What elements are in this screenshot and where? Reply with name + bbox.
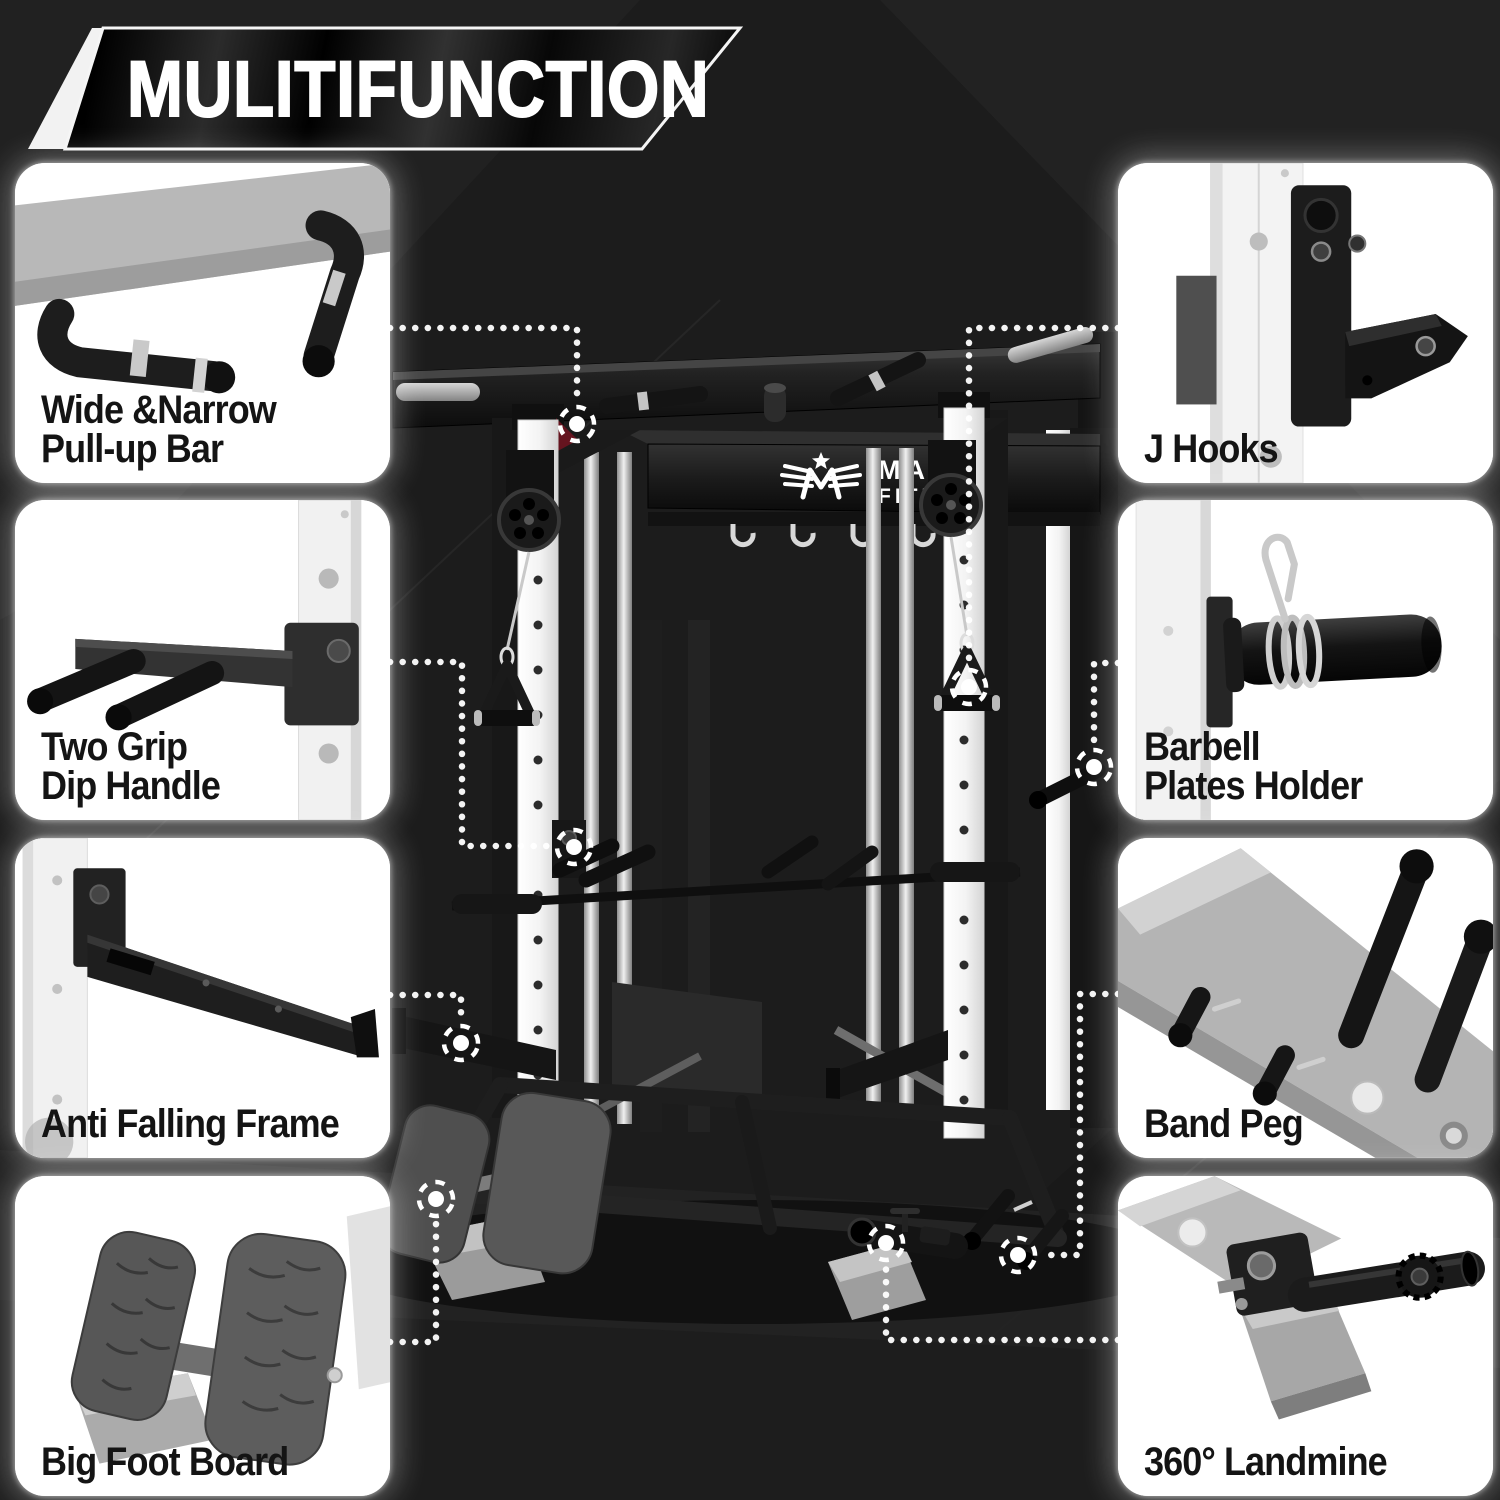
cable-handle-left: [474, 646, 540, 726]
rear-columns: [578, 620, 963, 1132]
feature-label: Anti Falling Frame: [41, 1101, 340, 1146]
target-markers: [416, 404, 1114, 1275]
feature-card-big-foot-board: Big Foot Board: [15, 1176, 390, 1496]
feature-card-landmine: 360° Landmine: [1118, 1176, 1493, 1496]
dip-handle-image: [15, 500, 390, 820]
target-marker: [1074, 747, 1114, 787]
target-marker: [866, 1223, 906, 1263]
feature-label: Wide &Narrow: [41, 387, 277, 432]
guide-rails: [584, 448, 914, 1124]
connector-dotted-line: [386, 991, 465, 1024]
feature-card-anti-falling-frame: Anti Falling Frame: [15, 838, 390, 1158]
title-banner: MULITIFUNCTION: [28, 26, 744, 151]
target-marker: [998, 1235, 1038, 1275]
feature-card-band-peg: Band Peg: [1118, 838, 1493, 1158]
feature-label: Dip Handle: [41, 763, 221, 808]
band-pegs: [963, 1189, 1069, 1270]
target-marker: [949, 667, 989, 707]
pulley-left: [497, 450, 561, 651]
feature-label: Two Grip: [41, 724, 188, 769]
feature-label: J Hooks: [1144, 426, 1279, 471]
pullup-beam: [392, 327, 1101, 429]
target-marker: [416, 1179, 456, 1219]
connector-lines: [386, 324, 1122, 1346]
machine-illustration: MAJOR FITNESS: [325, 327, 1185, 1324]
connector-dotted-line: [1090, 659, 1122, 746]
band-peg-image: [1118, 838, 1493, 1158]
rear-right-upright: [1046, 430, 1070, 1110]
page-title: MULITIFUNCTION: [127, 45, 709, 133]
plate-holder-peg: [1029, 762, 1106, 809]
anti-falling-arm-left: [392, 1008, 556, 1080]
plate-pegs-mid: [761, 835, 879, 891]
anti-falling-frame-image: [15, 838, 390, 1158]
feature-label: Plates Holder: [1144, 763, 1363, 808]
wide-pullup-handle: [396, 383, 480, 401]
feature-card-barbell-plates-holder: Barbell Plates Holder: [1118, 500, 1493, 820]
target-marker: [441, 1023, 481, 1063]
connector-dotted-line: [386, 658, 552, 850]
connector-dotted-line: [386, 324, 581, 406]
major-fitness-logo-icon: [780, 452, 862, 500]
feature-card-pullup-bar: Wide &Narrow Pull-up Bar: [15, 163, 390, 483]
landmine-attachment: [828, 1208, 968, 1320]
anti-falling-arm-right: [826, 1030, 948, 1108]
narrow-pullup-handle: [599, 386, 708, 414]
target-marker: [557, 404, 597, 444]
connector-dotted-line: [965, 324, 1122, 666]
smith-bar: [451, 862, 1021, 914]
wide-pullup-handle: [1007, 327, 1094, 363]
target-marker: [554, 827, 594, 867]
feature-label: Band Peg: [1144, 1101, 1304, 1146]
j-hooks-image: [1118, 163, 1493, 483]
connector-dotted-line: [882, 1264, 1122, 1344]
feature-label: Pull-up Bar: [41, 426, 224, 471]
feature-label: 360° Landmine: [1144, 1439, 1388, 1484]
foot-board: [379, 1091, 612, 1300]
feature-card-j-hooks: J Hooks: [1118, 163, 1493, 483]
pullup-bar-image: [15, 163, 390, 483]
big-foot-board-image: [15, 1176, 390, 1496]
hanging-hooks: [730, 524, 936, 548]
connector-dotted-line: [1040, 990, 1122, 1259]
landmine-image: [1118, 1176, 1493, 1496]
feature-label: Barbell: [1144, 724, 1261, 769]
feature-label: Big Foot Board: [41, 1439, 289, 1484]
connector-dotted-line: [386, 1220, 440, 1346]
barbell-plates-holder-image: [1118, 500, 1493, 820]
feature-card-dip-handle: Two Grip Dip Handle: [15, 500, 390, 820]
